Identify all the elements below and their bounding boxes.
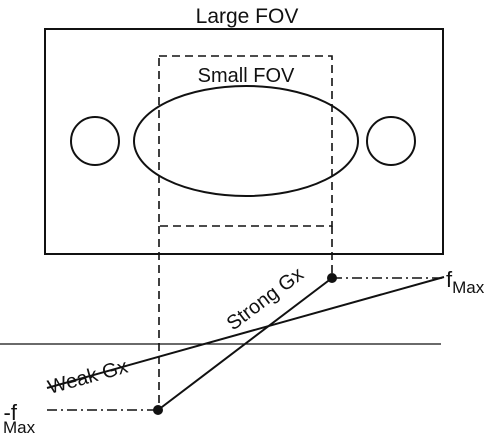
weak-gx-label: Weak Gx [45, 356, 130, 399]
large-fov-label: Large FOV [196, 5, 299, 28]
f-max-symbol: f [446, 267, 453, 292]
large-fov-rect [44, 28, 444, 255]
strong-gx-line [157, 277, 333, 411]
strong-gx-bottom-point [153, 405, 163, 415]
strong-gx-label: Strong Gx [223, 263, 308, 335]
left-circle [70, 116, 120, 166]
small-fov-rect [158, 55, 333, 227]
central-ellipse [133, 85, 359, 197]
right-circle [366, 116, 416, 166]
strong-gx-top-point [327, 273, 337, 283]
neg-f-max-symbol: -f [4, 400, 18, 425]
f-max-subscript: Max [452, 278, 485, 297]
f-max-label: fMax [446, 267, 485, 297]
neg-f-max-subscript: Max [3, 418, 36, 437]
small-fov-label: Small FOV [198, 65, 295, 87]
weak-gx-line [46, 276, 445, 389]
